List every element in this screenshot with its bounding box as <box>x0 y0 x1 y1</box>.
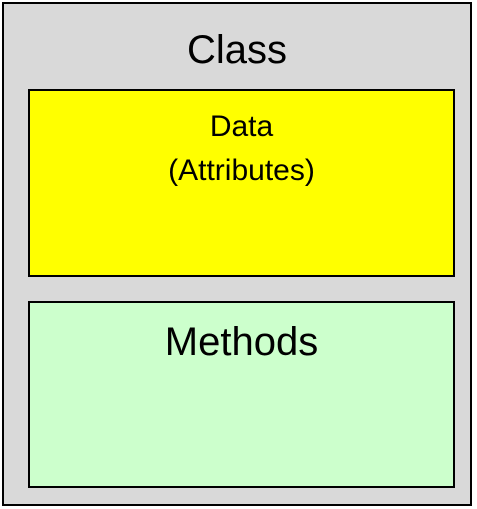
data-label-line2: (Attributes) <box>168 154 315 187</box>
methods-box: Methods <box>28 301 455 488</box>
data-attributes-box: Data (Attributes) <box>28 89 455 277</box>
class-title: Class <box>186 28 288 72</box>
data-label-line1: Data <box>209 110 274 143</box>
methods-label: Methods <box>164 320 319 364</box>
class-box: Class Data (Attributes) Methods <box>2 2 472 506</box>
data-attributes-label: Data (Attributes) <box>30 105 453 193</box>
